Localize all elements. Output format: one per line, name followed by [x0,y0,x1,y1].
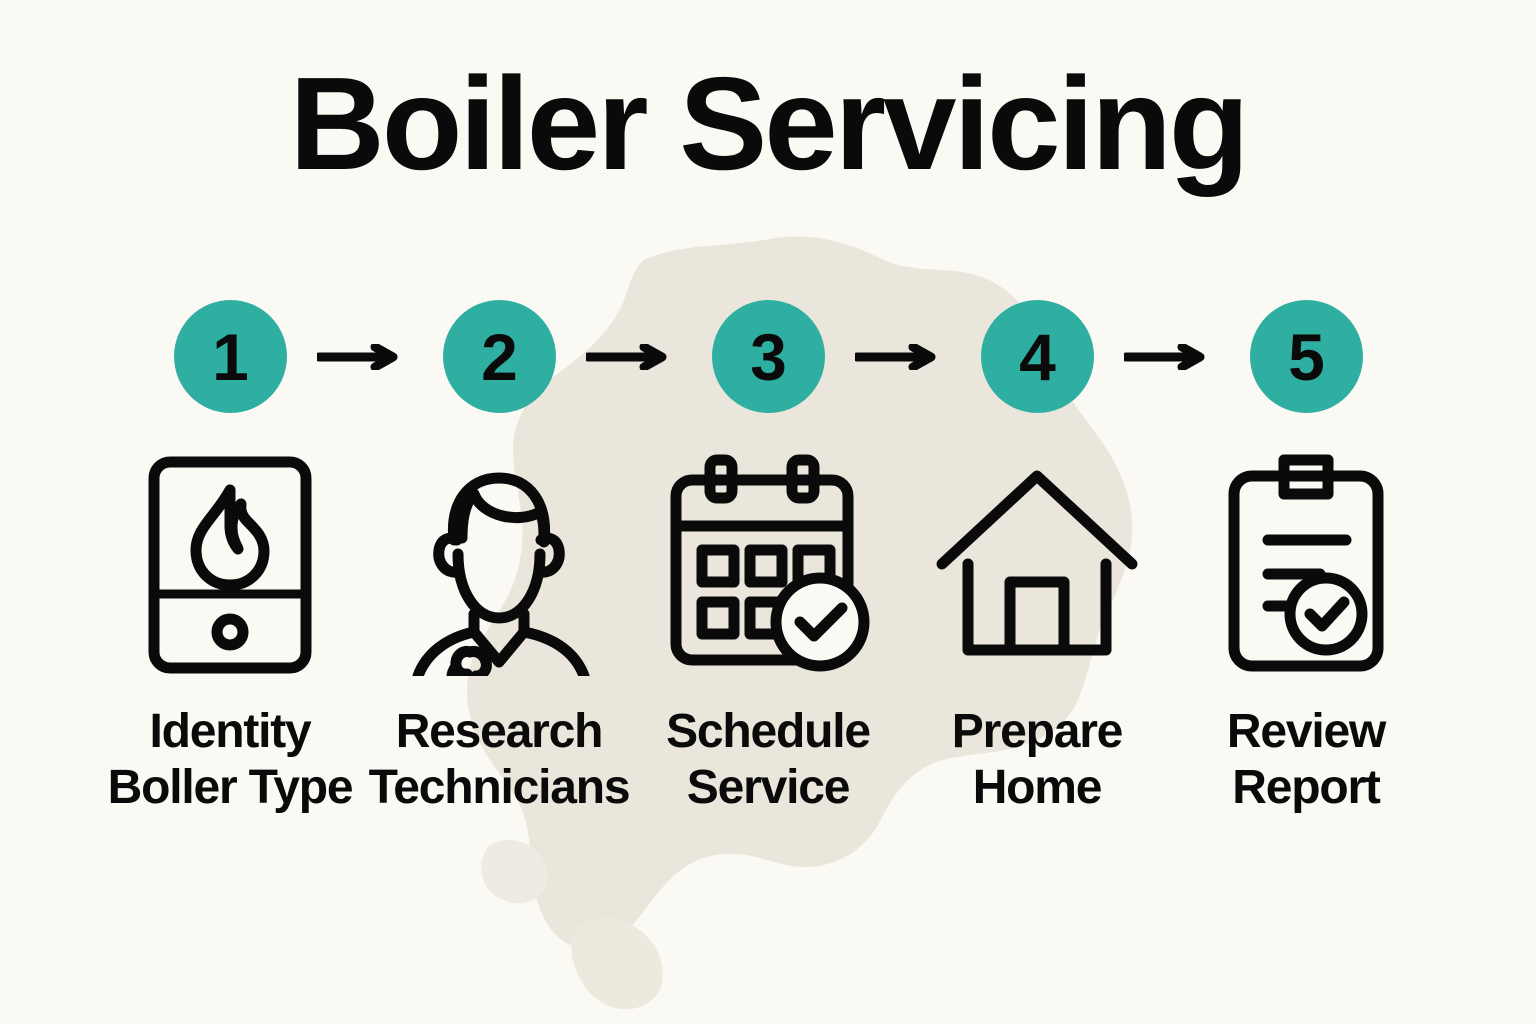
step-number-badge-5: 5 [1249,300,1363,413]
step-label-2: Research Technicians [368,705,631,815]
arrow-right-icon-2 [586,344,667,370]
icon-slot-3 [662,454,874,676]
step-label-3: Schedule Service [666,705,871,815]
step-number-badge-4: 4 [980,300,1094,413]
step-number-badge-3: 3 [711,300,825,413]
step-2: 2 [365,300,667,816]
calendar-check-icon [670,454,870,672]
clipboard-check-icon [1228,454,1384,672]
icon-slot-4 [934,454,1140,676]
arrow-right-icon-1 [317,344,398,370]
step-4: 4 Prepare Home [903,300,1205,816]
arrow-right-icon-4 [1124,344,1205,370]
step-3: 3 [634,300,936,816]
page-title: Boiler Servicing [289,50,1249,197]
step-5: 5 Review Report [1172,300,1440,816]
technician-wrench-icon [412,472,590,676]
boiler-flame-icon [148,456,312,674]
icon-slot-5 [1222,454,1390,676]
house-icon [936,470,1138,656]
steps-row: 1 Identity Boller Type 2 [96,300,1440,900]
step-label-4: Prepare Home [951,705,1124,815]
arrow-right-icon-3 [855,344,936,370]
step-number-badge-1: 1 [173,300,287,413]
icon-slot-2 [396,454,602,676]
step-number-badge-2: 2 [442,300,556,413]
icon-slot-1 [146,454,314,676]
step-label-5: Review Report [1226,705,1386,815]
step-label-1: Identity Boller Type [107,705,354,815]
step-1: 1 Identity Boller Type [96,300,398,816]
